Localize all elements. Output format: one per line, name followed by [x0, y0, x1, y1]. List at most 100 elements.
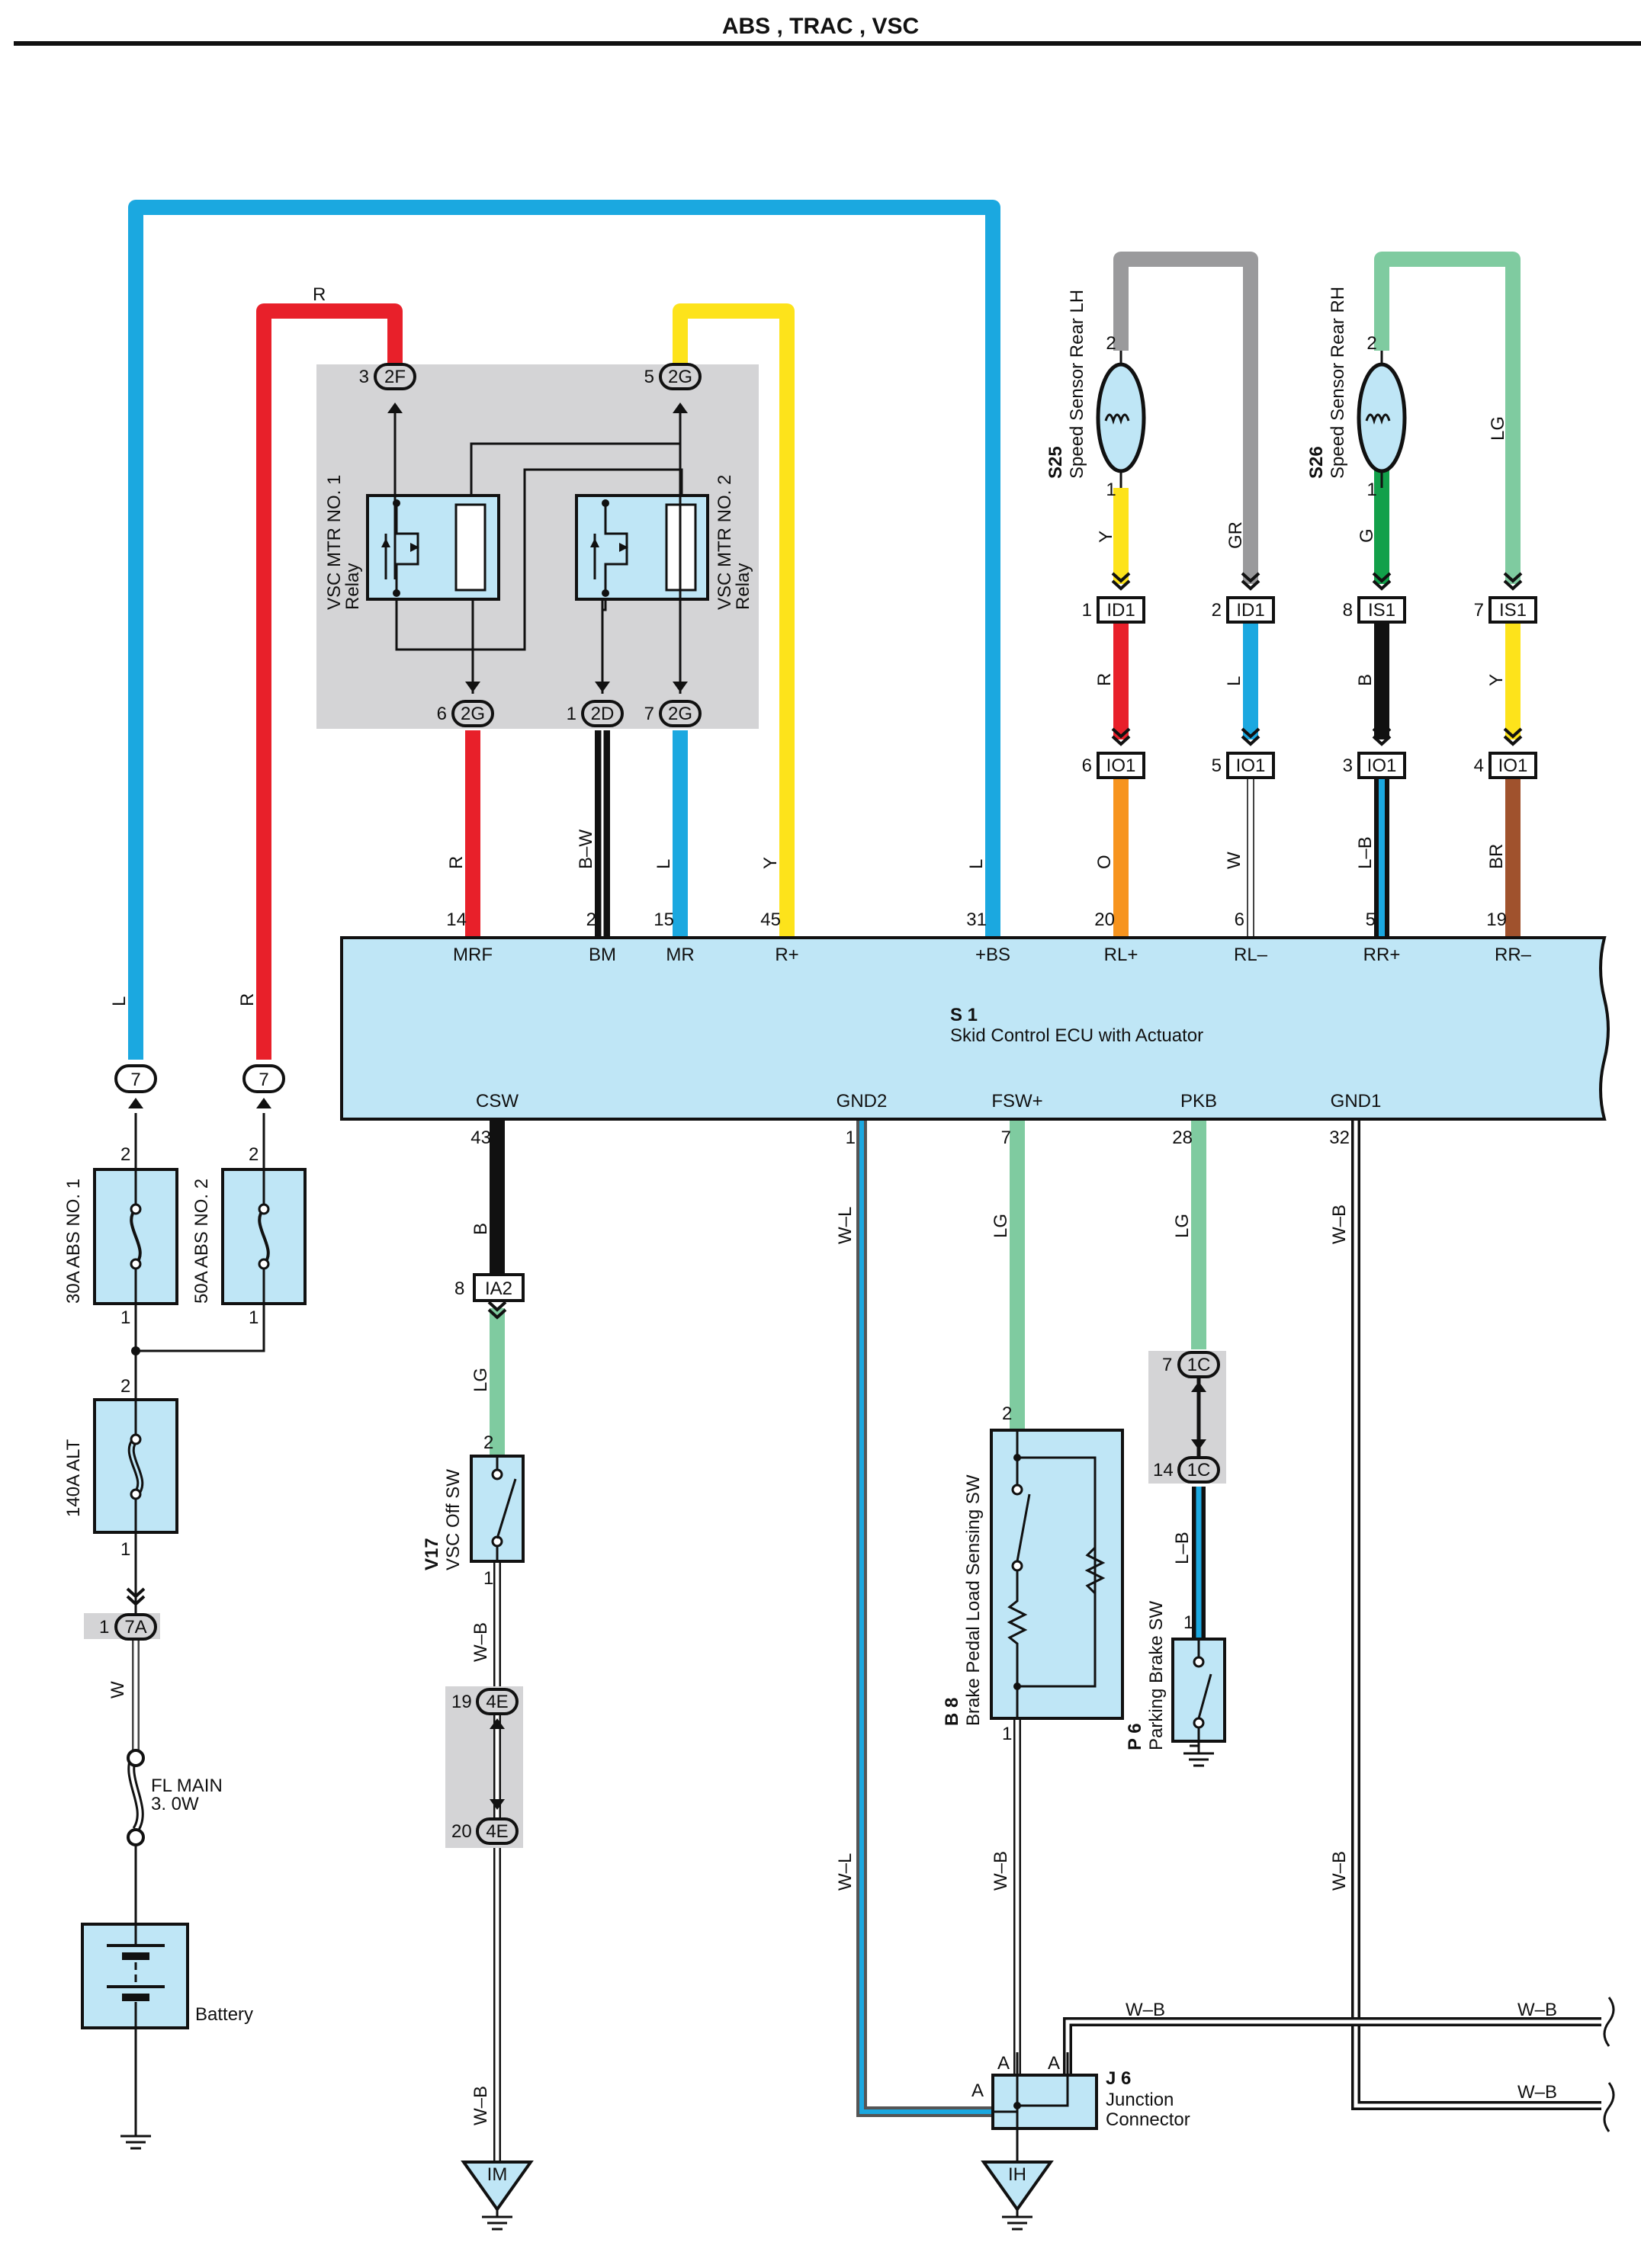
- fuse1-pin-bot: 1: [120, 1307, 130, 1328]
- ecu-pin-number: 31: [966, 909, 987, 930]
- ecu-pin-csw: CSW 43: [470, 1091, 519, 1148]
- ecu-pin-number: 45: [760, 909, 781, 930]
- svg-text:2G: 2G: [668, 367, 692, 387]
- fl-main-line2: 3. 0W: [151, 1794, 199, 1814]
- ecu-pin-number: 43: [470, 1128, 491, 1148]
- ecu-pin-number: 15: [654, 909, 674, 930]
- ecu-name: Skid Control ECU with Actuator: [950, 1025, 1203, 1046]
- fl-main-line1: FL MAIN: [151, 1776, 223, 1796]
- ecu-pin-label: RR–: [1495, 945, 1532, 965]
- battery-ground-icon: [119, 2127, 153, 2150]
- vsc-off-code: V17: [422, 1538, 442, 1570]
- wire-label-r-left: R: [237, 993, 258, 1006]
- alt-name: 140A ALT: [63, 1439, 84, 1517]
- wire-label-lb-pkb: L–B: [1172, 1532, 1193, 1564]
- wire-label-r-top: R: [313, 284, 326, 305]
- relay-connector-5-2g: 2G 5: [644, 363, 702, 390]
- vsc-off-name: VSC Off SW: [443, 1469, 464, 1570]
- svg-text:ID1: ID1: [1106, 600, 1135, 621]
- ecu-pin-number: 6: [1235, 909, 1244, 930]
- relay-connector-3-2f: 2F3: [359, 363, 416, 390]
- wire-break-2-icon: [1603, 2082, 1615, 2132]
- wire-label: L: [966, 859, 987, 869]
- parking-brake-sw: [1171, 1638, 1226, 1747]
- relay-no2-line1: VSC MTR NO. 2: [715, 475, 735, 610]
- wire-wb-junction: [1063, 2017, 1601, 2090]
- relay-no1: [366, 494, 500, 601]
- svg-text:1: 1: [1082, 600, 1092, 621]
- fuse-abs-no2: [221, 1168, 307, 1305]
- svg-text:4E: 4E: [486, 1692, 508, 1712]
- sensor-lh-pin-bot: 1: [1106, 480, 1116, 500]
- wire-label-gr: GR: [1225, 521, 1246, 549]
- wire-label: W: [1224, 852, 1244, 869]
- fuse1-name: 30A ABS NO. 1: [63, 1179, 84, 1304]
- junction-pin-a2: A: [997, 2053, 1010, 2074]
- ecu-pin-label: CSW: [476, 1091, 519, 1112]
- relay-connector-7-2g: 2G7: [644, 700, 702, 727]
- ecu-pin-fswx: FSW+7: [991, 1091, 1042, 1148]
- parking-ground-icon: [1182, 1744, 1215, 1767]
- svg-text:B: B: [1355, 674, 1376, 686]
- ecu-pin-label: GND1: [1331, 1091, 1382, 1112]
- brake-code: B 8: [942, 1698, 962, 1726]
- wire-label-lg-fsw: LG: [991, 1214, 1011, 1238]
- wire-label: R: [446, 856, 467, 869]
- junction-pin-a3: A: [1048, 2053, 1060, 2074]
- alt-pin-top: 2: [120, 1376, 130, 1397]
- brake-pedal-load-sw: [990, 1429, 1124, 1720]
- parking-pin: 1: [1183, 1612, 1193, 1633]
- connector-4e-20-pin: 20: [451, 1821, 472, 1842]
- wire-yellow-rplus: [673, 303, 795, 938]
- relay-no2: [575, 494, 709, 601]
- svg-text:7A: 7A: [124, 1617, 146, 1638]
- relay-no1-line2: Relay: [342, 563, 363, 610]
- sensor-rh-pin-top: 2: [1366, 333, 1376, 354]
- ecu-pin-xbs: 31 +BS L: [966, 859, 1010, 965]
- svg-text:R: R: [1094, 673, 1115, 686]
- connector-ia2: IA2: [473, 1273, 525, 1302]
- connector-7a-pin: 1: [99, 1617, 109, 1638]
- vsc-off-switch: [470, 1455, 525, 1563]
- wire-label-wb-vsc: W–B: [470, 1622, 491, 1662]
- svg-text:IO1: IO1: [1498, 755, 1528, 776]
- ecu-pin-number: 28: [1172, 1128, 1193, 1148]
- svg-text:7: 7: [644, 704, 654, 724]
- sensor-rh-code: S26: [1306, 446, 1327, 479]
- ecu-pin-label: BM: [589, 945, 616, 965]
- ecu-pin-rlx: 6RL–W: [1224, 852, 1268, 965]
- svg-text:1: 1: [567, 704, 576, 724]
- brake-pin-bot: 1: [1002, 1724, 1012, 1744]
- junction-pin-a1: A: [971, 2080, 984, 2101]
- ecu-pin-number: 19: [1486, 909, 1507, 930]
- wire-label-lg-vsc: LG: [470, 1368, 491, 1392]
- fuse2-pin-bot: 1: [249, 1307, 259, 1328]
- ecu-pin-label: +BS: [975, 945, 1010, 965]
- relay-no2-line2: Relay: [733, 563, 753, 610]
- connector-4e-19: 4E: [476, 1688, 519, 1715]
- title-rule: [14, 41, 1641, 46]
- svg-text:8: 8: [1343, 600, 1353, 621]
- wire-label: O: [1094, 855, 1115, 869]
- ecu-pin-number: 20: [1094, 909, 1115, 930]
- wire-gray-gr: [1113, 252, 1258, 584]
- wire-blue-bs: [128, 200, 1000, 1060]
- ecu-pin-label: RL+: [1104, 945, 1138, 965]
- ecu-pin-label: RR+: [1363, 945, 1401, 965]
- svg-text:5: 5: [644, 367, 654, 387]
- sensor-lh-name: Speed Sensor Rear LH: [1067, 290, 1087, 479]
- relay-no1-line1: VSC MTR NO. 1: [324, 475, 345, 610]
- svg-text:4E: 4E: [486, 1821, 508, 1842]
- brake-name: Brake Pedal Load Sensing SW: [963, 1474, 984, 1726]
- relay-connector-1-2d: 2D1: [567, 700, 624, 727]
- vsc-off-pin-top: 2: [483, 1432, 493, 1453]
- wire-label-wl-1: W–L: [835, 1207, 856, 1244]
- svg-text:1C: 1C: [1187, 1355, 1211, 1375]
- svg-text:4: 4: [1474, 755, 1484, 776]
